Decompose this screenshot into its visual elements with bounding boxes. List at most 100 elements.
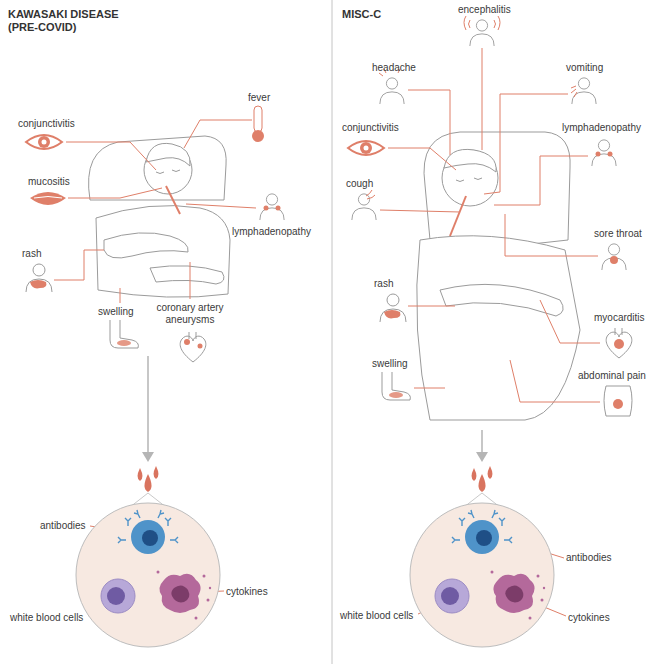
arm (150, 266, 224, 284)
leader-line (66, 142, 156, 170)
blanket (96, 206, 230, 298)
thermometer-bulb (252, 130, 264, 142)
symptom-label: cytokines (226, 586, 268, 598)
aneurysm-mark (184, 339, 190, 345)
leader-line (540, 300, 600, 343)
foot-icon (110, 320, 138, 348)
symptom-label: antibodies (566, 552, 612, 564)
bust-icon (572, 78, 596, 104)
symptom-label: abdominal pain (578, 370, 646, 382)
rash-mark (384, 310, 400, 318)
leader-line (380, 210, 460, 212)
lips-line (34, 197, 62, 199)
inflammation-marks (464, 16, 500, 30)
thermometer (166, 186, 180, 214)
panel-divider (332, 0, 333, 664)
bust-icon (470, 20, 494, 46)
heart-icon (180, 332, 206, 362)
vomit-marks (571, 86, 577, 97)
leader-line (484, 94, 568, 194)
aneurysm-mark (198, 344, 203, 349)
blood-sample (76, 466, 220, 647)
leader-line (120, 288, 121, 303)
arrow-head (476, 452, 488, 462)
leader-line (494, 156, 588, 205)
down-arrow (147, 356, 149, 454)
symptom-label: swelling (372, 358, 408, 370)
pain-mark (613, 399, 623, 409)
node-mark (608, 152, 613, 157)
throat-mark (610, 256, 618, 264)
torso-icon (604, 386, 632, 416)
patient-figure (417, 132, 580, 420)
leader-line (54, 250, 104, 280)
leader-line (184, 120, 252, 148)
leader-line (408, 90, 450, 155)
symptom-label: encephalitis (458, 4, 511, 16)
closed-eyes (156, 170, 180, 174)
leader-line (408, 306, 455, 307)
symptom-label: fever (248, 92, 270, 104)
hair (146, 143, 190, 166)
symptom-label: rash (374, 278, 393, 290)
symptom-label: lymphadenopathy (562, 122, 641, 134)
eye-icon (348, 141, 384, 155)
bust-icon (592, 140, 616, 166)
arrow-head (142, 452, 154, 462)
panel-heading: MISC-C (342, 8, 381, 21)
leader-line (68, 188, 162, 198)
leader-line (482, 48, 483, 150)
blanket (417, 236, 580, 420)
symptom-label: conjunctivitis (18, 118, 75, 130)
node-mark (596, 152, 601, 157)
leader-line (186, 204, 256, 208)
myocarditis-mark (614, 339, 624, 349)
symptom-label: white blood cells (340, 610, 413, 622)
symptom-label: mucositis (28, 176, 70, 188)
symptom-label: vomiting (566, 62, 603, 74)
foot-icon (382, 372, 410, 400)
pillow (424, 132, 570, 245)
heart-icon (606, 328, 632, 358)
node-mark (276, 206, 281, 211)
bust-icon (260, 194, 284, 220)
leader-line (388, 148, 456, 170)
symptom-label: myocarditis (594, 312, 645, 324)
node-mark (264, 206, 269, 211)
leader-line (505, 214, 598, 256)
pillow (89, 136, 227, 200)
rash-mark (30, 280, 46, 288)
symptom-label: antibodies (40, 520, 86, 532)
symptom-label: coronary artery aneurysms (150, 302, 230, 326)
symptom-label: cough (346, 178, 373, 190)
thermometer (450, 196, 466, 236)
symptom-label: cytokines (568, 612, 610, 624)
symptom-label: conjunctivitis (342, 122, 399, 134)
bust-icon (602, 244, 626, 270)
head (442, 150, 498, 206)
symptom-label: sore throat (594, 228, 642, 240)
cough-marks (366, 190, 375, 199)
child-figure (89, 136, 230, 297)
arm (104, 233, 188, 258)
lips-icon (30, 192, 66, 205)
leader-line (414, 388, 445, 389)
bust-icon (380, 78, 404, 104)
symptom-label: headache (372, 62, 416, 74)
blood-sample (410, 466, 554, 647)
leader-line (190, 262, 191, 299)
symptom-label: white blood cells (10, 612, 83, 624)
bust-icon (380, 294, 406, 322)
symptom-label: rash (22, 248, 41, 260)
down-arrow (481, 430, 483, 454)
bust-icon (26, 264, 52, 292)
hair (444, 149, 496, 172)
symptom-label: swelling (98, 306, 134, 318)
closed-eyes (456, 178, 482, 182)
thermometer-icon (254, 106, 262, 132)
symptom-label: lymphadenopathy (232, 226, 311, 238)
eye-icon (26, 135, 62, 149)
